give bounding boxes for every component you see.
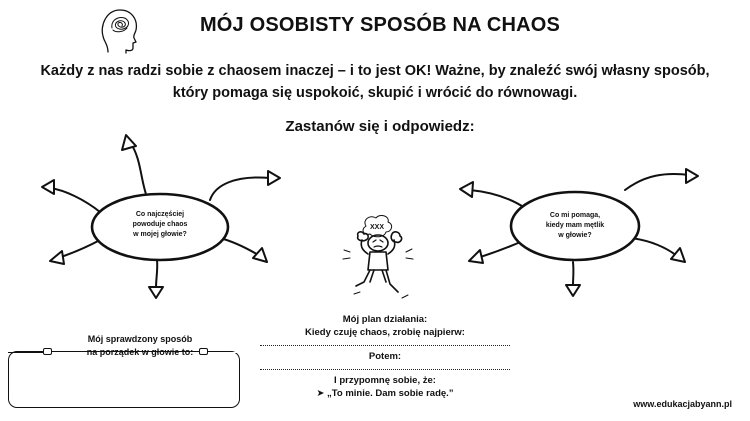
stressed-stick-figure-icon: XXX — [342, 214, 414, 299]
box-pin-right — [199, 348, 208, 355]
proven-way-label: Mój sprawdzony sposób na porządek w głow… — [60, 333, 220, 359]
plan-then-label: Potem: — [368, 351, 402, 362]
plan-remind-label: I przypomnę sobie, że: — [334, 375, 436, 386]
box-rule-left — [8, 352, 44, 353]
intro-line-2: który pomaga się uspokoić, skupić i wróc… — [172, 85, 578, 101]
proven-way-line-2: na porządek w głowie to: — [86, 347, 194, 357]
left-bubble-line-2: powoduje chaos — [132, 221, 188, 228]
plan-remind-quote: ➤ „To minie. Dam sobie radę.” — [316, 388, 454, 399]
footer-website: www.edukacjabyann.pl — [633, 399, 732, 409]
action-plan: Mój plan działania: Kiedy czuję chaos, z… — [260, 313, 510, 400]
proven-way-answer-box[interactable] — [8, 351, 240, 408]
right-bubble-line-1: Co mi pomaga, — [549, 212, 601, 219]
left-bubble-line-1: Co najczęściej — [135, 211, 185, 218]
proven-way-line-1: Mój sprawdzony sposób — [87, 334, 193, 344]
arrow-head — [121, 134, 137, 151]
plan-first-step-label: Kiedy czuję chaos, zrobię najpierw: — [305, 327, 465, 338]
intro-text: Każdy z nas radzi sobie z chaosem inacze… — [20, 60, 730, 104]
plan-title: Mój plan działania: — [342, 314, 428, 325]
head-with-scribble-icon — [101, 9, 138, 54]
figure-scribble-text: XXX — [370, 224, 384, 231]
first-step-answer-line[interactable] — [260, 345, 510, 346]
box-rule-right — [209, 352, 240, 353]
then-answer-line[interactable] — [260, 369, 510, 370]
section-question: Zastanów się i odpowiedz: — [285, 118, 475, 135]
intro-line-1: Każdy z nas radzi sobie z chaosem inacze… — [40, 63, 710, 79]
right-bubble-line-2: kiedy mam mętlik — [545, 222, 605, 229]
right-bubble-line-3: w głowie? — [558, 232, 592, 239]
right-bubble-text: Co mi pomaga, kiedy mam mętlik w głowie? — [535, 211, 615, 241]
box-pin-left — [43, 348, 52, 355]
left-bubble-line-3: w mojej głowie? — [133, 231, 187, 238]
page-title: MÓJ OSOBISTY SPOSÓB NA CHAOS — [199, 14, 561, 36]
right-mind-map — [459, 168, 699, 297]
left-mind-map — [41, 134, 281, 299]
left-bubble-text: Co najczęściej powoduje chaos w mojej gł… — [120, 210, 200, 240]
arrow-upleft-line — [129, 141, 149, 201]
